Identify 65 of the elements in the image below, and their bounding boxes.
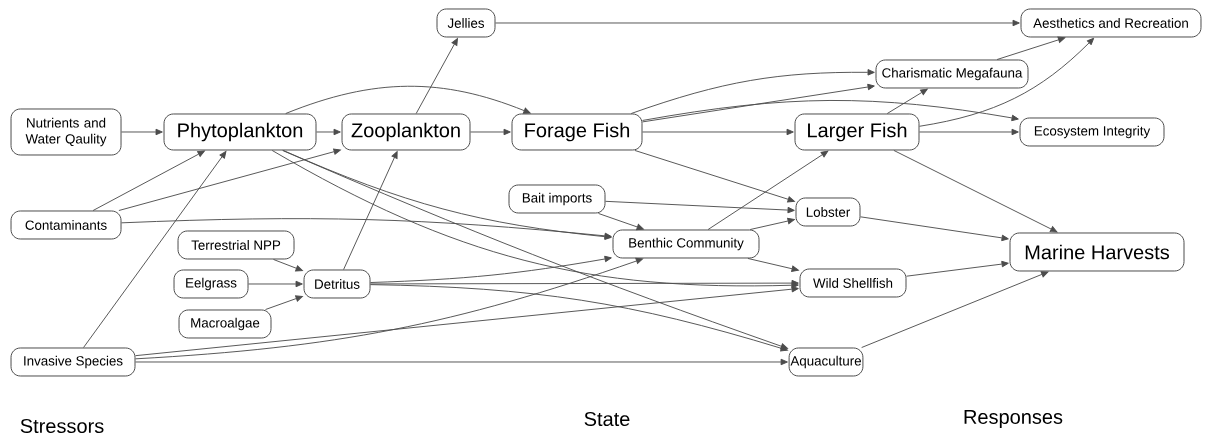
process-box: Jellies — [436, 8, 496, 38]
arrow — [370, 255, 612, 283]
arrow — [996, 36, 1066, 60]
arrow — [495, 19, 1020, 27]
arrow — [605, 200, 795, 214]
arrow — [919, 128, 1019, 136]
process-box: Benthic Community — [612, 229, 760, 259]
process-box: Detritus — [303, 269, 371, 299]
arrow — [598, 213, 644, 231]
arrow — [630, 69, 875, 114]
process-box: Bait imports — [508, 184, 606, 214]
arrow — [707, 150, 829, 230]
arrow — [282, 150, 788, 350]
arrow — [415, 38, 458, 114]
arrow — [285, 85, 531, 114]
process-box: Macroalgae — [178, 309, 272, 339]
section-label: Responses — [964, 410, 1063, 428]
arrow — [118, 148, 341, 211]
section-label: State — [584, 411, 630, 427]
arrow — [273, 259, 303, 272]
arrow — [919, 37, 1095, 127]
process-box: Contaminants — [10, 210, 122, 240]
section-label: Stressors — [20, 418, 104, 434]
arrow — [470, 128, 511, 136]
arrow — [135, 257, 644, 360]
process-box: Zooplankton — [341, 113, 471, 151]
process-box: Lobster — [795, 197, 861, 227]
arrow — [860, 216, 1009, 242]
process-box: Charismatic Megafauna — [875, 59, 1029, 89]
process-box: Wild Shellfish — [799, 268, 907, 298]
arrow — [135, 358, 788, 366]
arrow — [642, 128, 794, 136]
arrow — [642, 100, 1019, 122]
arrow — [370, 284, 788, 352]
arrow — [271, 150, 799, 289]
arrow — [893, 150, 1058, 233]
arrow — [886, 88, 928, 114]
arrow — [642, 83, 875, 123]
arrow — [634, 150, 795, 203]
arrow — [906, 260, 1009, 277]
process-box: Forage Fish — [511, 113, 643, 151]
arrow — [135, 285, 799, 357]
process-box: Eelgrass — [173, 269, 249, 299]
process-box: Nutrients and Water Qaulity — [10, 108, 122, 156]
process-box: Marine Harvests — [1009, 232, 1185, 272]
arrow — [749, 217, 795, 230]
process-box: Ecosystem Integrity — [1019, 117, 1165, 147]
arrow — [343, 151, 398, 270]
arrow — [265, 295, 303, 310]
process-box: Aesthetics and Recreation — [1020, 8, 1202, 38]
arrow — [861, 271, 1049, 348]
arrow — [316, 128, 341, 136]
arrow — [370, 279, 799, 287]
arrow — [83, 150, 227, 348]
arrow — [121, 128, 163, 136]
arrow — [747, 258, 799, 272]
arrow — [92, 150, 205, 211]
arrow — [121, 218, 612, 240]
process-box: Larger Fish — [794, 113, 920, 151]
process-box: Phytoplankton — [163, 113, 317, 151]
process-box: Aquaculture — [788, 347, 864, 377]
process-box: Invasive Species — [10, 347, 136, 377]
arrow — [282, 150, 612, 240]
arrow — [248, 280, 303, 288]
process-box: Terrestrial NPP — [177, 230, 295, 260]
